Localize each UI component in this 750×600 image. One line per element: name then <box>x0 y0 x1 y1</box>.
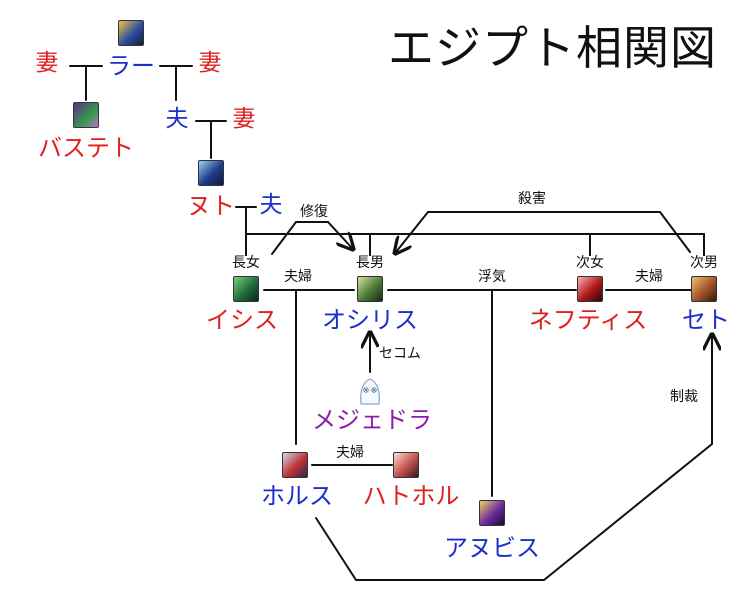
restore-arrow <box>271 221 352 255</box>
nephthys-name: ネフティス <box>528 306 648 334</box>
nephthys-portrait-icon <box>577 276 603 302</box>
horus-portrait-icon <box>282 452 308 478</box>
set-name: セト <box>682 306 730 334</box>
hathor-portrait-icon <box>393 452 419 478</box>
osiris-name: オシリス <box>322 306 418 334</box>
restore-label: 修復 <box>298 204 330 220</box>
mejed-name: メジェドラ <box>312 406 432 434</box>
affair-label: 浮気 <box>476 269 508 285</box>
secom-label: セコム <box>377 346 423 362</box>
horus-hathor-married-label: 夫婦 <box>334 445 366 461</box>
anubis-name: アヌビス <box>444 534 540 562</box>
ra-wife-left: 妻 <box>35 50 59 76</box>
cat-goddess-portrait-icon <box>73 102 99 128</box>
set-portrait-icon <box>691 276 717 302</box>
ra-wife-right: 妻 <box>198 50 222 76</box>
sky-goddess-portrait-icon <box>198 160 224 186</box>
sanction-arrow <box>315 336 712 581</box>
hathor-name: ハトホル <box>362 482 460 510</box>
nut-husband: 夫 <box>259 192 283 218</box>
second-wife: 妻 <box>232 106 256 132</box>
horus-name: ホルス <box>261 482 333 510</box>
ra-husband: 夫 <box>165 106 189 132</box>
second-daughter-label: 次女 <box>574 255 606 271</box>
mejed-mascot-icon <box>360 378 380 405</box>
eldest-daughter-label: 長女 <box>230 255 262 271</box>
sanction-label: 制裁 <box>668 389 700 405</box>
isis-portrait-icon <box>233 276 259 302</box>
isis-name: イシス <box>206 306 278 334</box>
anubis-portrait-icon <box>479 500 505 526</box>
isis-osiris-married-label: 夫婦 <box>282 269 314 285</box>
eldest-son-label: 長男 <box>354 255 386 271</box>
osiris-portrait-icon <box>357 276 383 302</box>
murder-arrow <box>396 211 691 252</box>
bastet-name: バステト <box>38 134 134 162</box>
nut-name: ヌト <box>187 192 235 220</box>
second-son-label: 次男 <box>688 255 720 271</box>
murder-label: 殺害 <box>516 191 548 207</box>
diagram-title: エジプト相関図 <box>388 21 717 75</box>
sun-god-portrait-icon <box>118 20 144 46</box>
ra-name: ラー <box>107 52 155 80</box>
nephthys-set-married-label: 夫婦 <box>633 269 665 285</box>
